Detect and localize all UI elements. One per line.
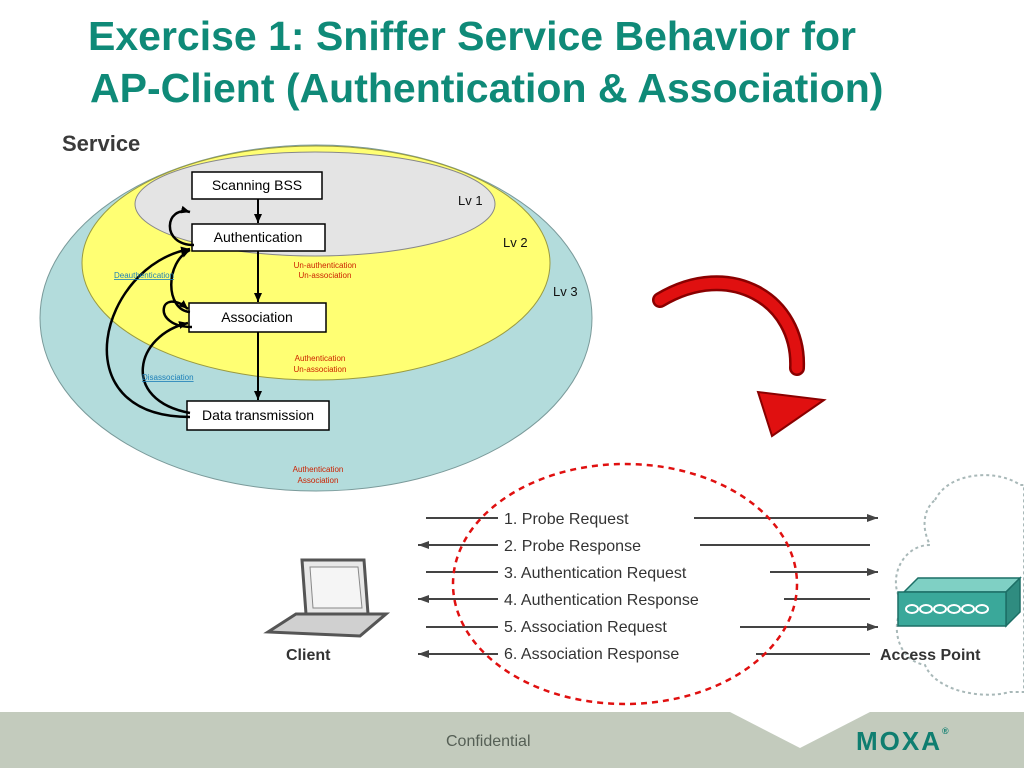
message-6: 6. Association Response — [504, 646, 679, 663]
moxa-logo: MOXA® — [856, 726, 949, 757]
message-5: 5. Association Request — [504, 619, 667, 636]
level-1-label: Lv 1 — [458, 193, 483, 208]
state-data-transmission-label: Data transmission — [202, 407, 314, 423]
slide-title-line-2: AP-Client (Authentication & Association) — [90, 65, 884, 111]
footer-notch — [730, 712, 870, 748]
message-4: 4. Authentication Response — [504, 592, 699, 609]
slide-diagram: Service Lv 1 Lv 2 Lv 3 Scanning BSS Auth… — [39, 131, 1024, 706]
message-1: 1. Probe Request — [504, 511, 629, 528]
message-labels: 1. Probe Request 2. Probe Response 3. Au… — [504, 511, 699, 663]
arrow-deauthentication — [105, 246, 191, 419]
message-2: 2. Probe Response — [504, 538, 641, 555]
level-3-label: Lv 3 — [553, 284, 578, 299]
disassociation-label: Disassociation — [142, 373, 194, 382]
slide-title-line-1: Exercise 1: Sniffer Service Behavior for — [88, 13, 856, 59]
access-point-label: Access Point — [880, 647, 981, 664]
message-arrows — [418, 514, 878, 658]
slide-title: Exercise 1: Sniffer Service Behavior for… — [88, 10, 1008, 114]
moxa-logo-text: MOXA — [856, 726, 942, 756]
state-data-transmission: Data transmission — [186, 400, 330, 431]
loop-authentication — [168, 205, 195, 247]
state-association: Association — [188, 302, 327, 333]
loop-association-to-auth — [170, 248, 191, 314]
state-association-label: Association — [221, 309, 293, 325]
note-lv3-line2: Association — [298, 476, 339, 485]
state-authentication-label: Authentication — [214, 229, 303, 245]
red-curved-arrow — [652, 275, 827, 438]
state-scanning-bss: Scanning BSS — [191, 171, 323, 200]
highlight-dashed-ellipse — [451, 462, 799, 706]
state-authentication: Authentication — [191, 223, 326, 252]
confidential-label: Confidential — [446, 733, 531, 750]
client-label: Client — [286, 647, 331, 664]
note-lv2-line2: Un-association — [299, 271, 352, 280]
note-assoc-line1: Authentication — [295, 354, 346, 363]
note-lv2-line1: Un-authentication — [294, 261, 357, 270]
state-scanning-bss-label: Scanning BSS — [212, 177, 302, 193]
switch-icon — [897, 576, 1022, 628]
note-assoc-line2: Un-association — [294, 365, 347, 374]
deauthentication-label: Deauthentication — [114, 271, 174, 280]
arrow-disassociation — [141, 321, 191, 415]
level-2-label: Lv 2 — [503, 235, 528, 250]
message-3: 3. Authentication Request — [504, 565, 687, 582]
laptop-icon — [263, 558, 391, 638]
registered-mark: ® — [942, 726, 949, 736]
note-lv3-line1: Authentication — [293, 465, 344, 474]
service-heading: Service — [62, 131, 140, 156]
